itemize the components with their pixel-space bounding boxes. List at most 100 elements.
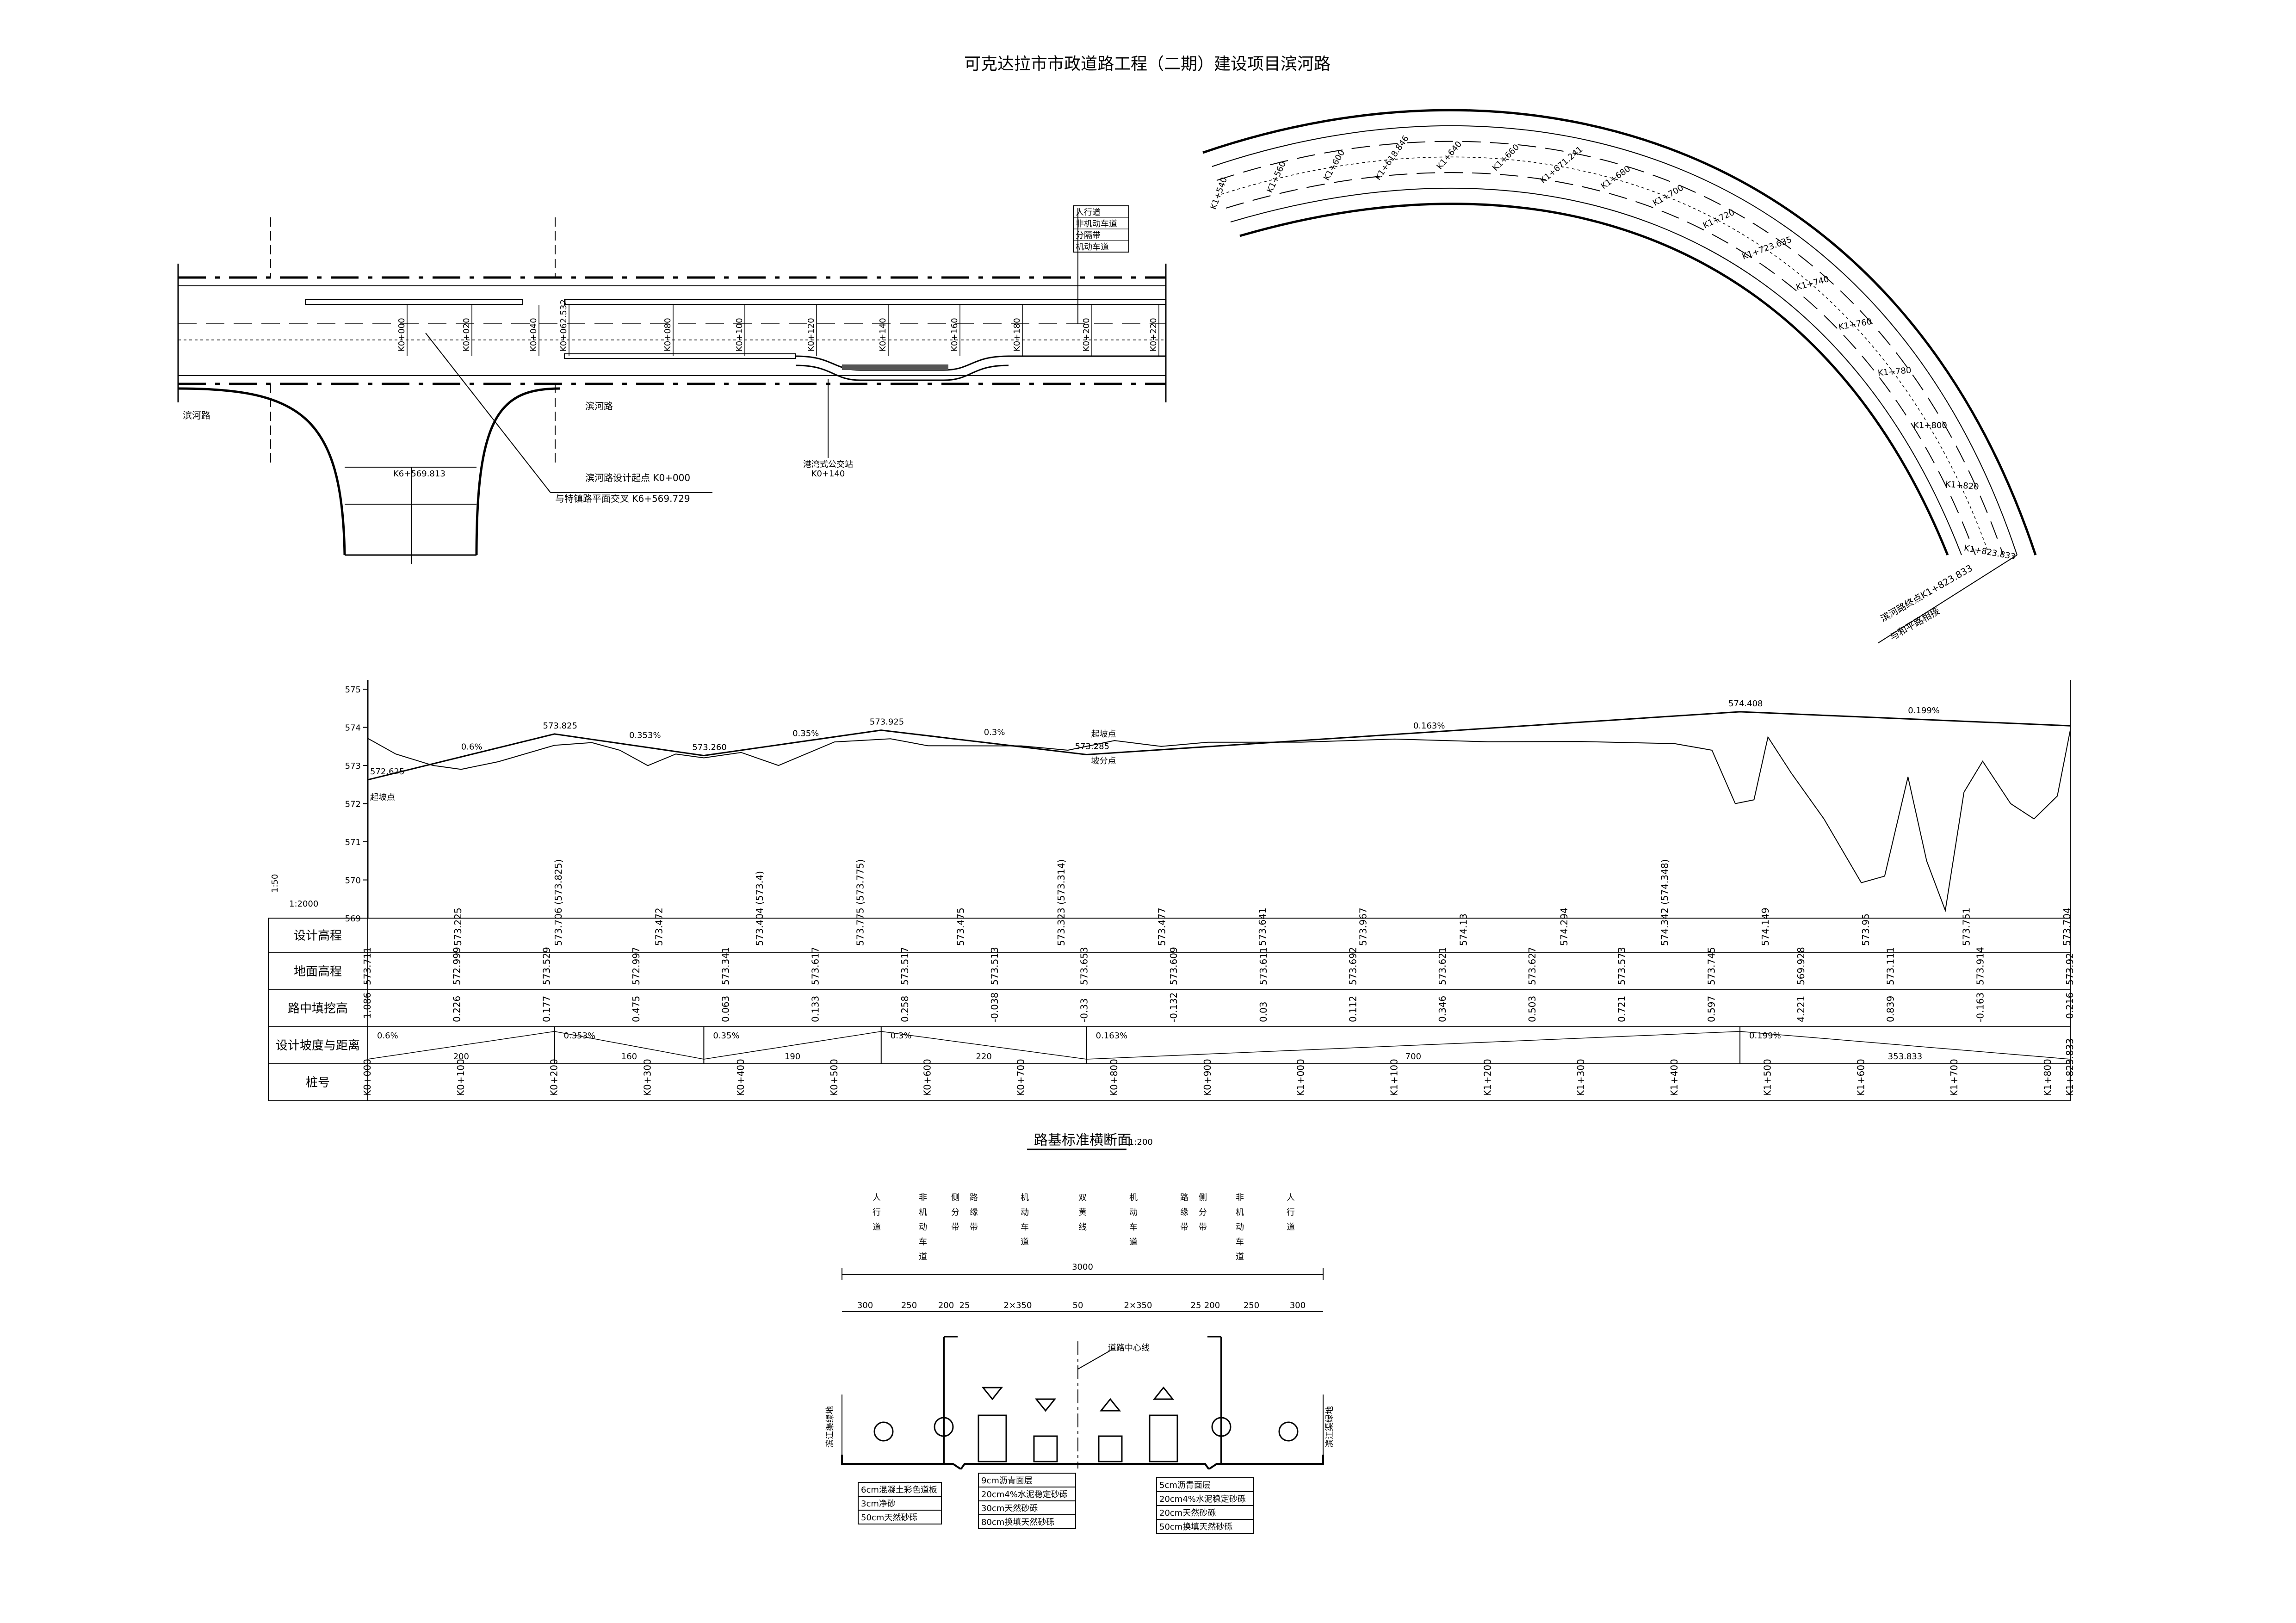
- lane-char: 带: [970, 1222, 978, 1232]
- stake-cell: K1+000: [1295, 1059, 1306, 1096]
- fill-cut-cell: -0.132: [1168, 993, 1179, 1022]
- stake-cell: K1+400: [1669, 1059, 1680, 1096]
- plan-labels: 滨河路 滨河路 滨河路设计起点 K0+000 与特镇路平面交叉 K6+569.7…: [183, 208, 1117, 504]
- stake-cell: K1+600: [1855, 1059, 1866, 1096]
- fill-cut-cell: -0.216: [2064, 993, 2075, 1022]
- fill-cut-cell: -0.33: [1078, 998, 1089, 1022]
- grade-label: 0.353%: [629, 731, 661, 741]
- length-cell: 190: [785, 1052, 800, 1061]
- design-elev-cell: 573.477: [1156, 907, 1167, 946]
- profile-frame: [367, 680, 2071, 919]
- design-elev-cell: 573.775 (573.775): [854, 859, 866, 946]
- lane-char: 动: [919, 1222, 927, 1232]
- ground-elev-cell: 573.341: [720, 947, 731, 985]
- ground-elev-cell: 573.711: [362, 947, 373, 985]
- lane-width: 50: [1073, 1301, 1083, 1310]
- cross-station: K6+569.813: [393, 469, 446, 479]
- lane-char: 道: [1129, 1237, 1138, 1247]
- stake-cell: K0+000: [362, 1059, 373, 1096]
- curve-view: [1202, 109, 2037, 643]
- lane-width: 250: [1244, 1301, 1259, 1310]
- ground-elev-cell: 573.745: [1706, 947, 1717, 985]
- y-tick-label: 572: [345, 800, 361, 809]
- legend-2: 非机动车道: [1076, 219, 1117, 229]
- fill-cut-cell: -1.086: [362, 993, 373, 1022]
- stake-cell: K0+200: [549, 1059, 560, 1096]
- profile-scale-v: 1:50: [270, 874, 280, 893]
- curve-station-label: K1+823.833: [1963, 543, 2017, 562]
- layer-box: [978, 1514, 1076, 1529]
- design-elev-cell: 573.404 (573.4): [754, 871, 765, 946]
- lane-char: 道: [873, 1222, 881, 1232]
- grade-cell: 0.6%: [377, 1031, 398, 1041]
- lane-char: 缘: [970, 1208, 978, 1217]
- stake-cell: K0+400: [735, 1059, 746, 1096]
- station-label: K0+160: [950, 318, 959, 352]
- fill-cut-cell: 0.03: [1258, 1001, 1269, 1022]
- design-elev-cell: 574.342 (574.348): [1659, 859, 1670, 946]
- layer-label: 20cm4%水泥稳定砂砾: [981, 1490, 1068, 1500]
- curve-station-label: K1+820: [1945, 479, 1979, 492]
- fill-cut-cell: 0.721: [1616, 996, 1628, 1022]
- lane-char: 黄: [1078, 1208, 1087, 1217]
- station-label: K0+180: [1012, 318, 1022, 352]
- station-label: K0+100: [735, 318, 744, 352]
- section-total-width: 3000: [1072, 1262, 1093, 1272]
- lane-width: 2×350: [1004, 1301, 1032, 1310]
- lane-char: 机: [1236, 1208, 1244, 1217]
- profile-labels: 572.625573.825573.260573.925573.285574.4…: [370, 699, 1940, 802]
- profile-scale-h: 1:2000: [289, 899, 318, 909]
- design-elev-cell: 573.225: [452, 907, 464, 946]
- stake-cell: K0+300: [642, 1059, 653, 1096]
- grade-label: 0.199%: [1908, 706, 1940, 716]
- design-elev-cell: 574.149: [1760, 907, 1771, 946]
- ground-elev-cell: 573.111: [1885, 947, 1896, 985]
- curve-station-label: K1+700: [1651, 183, 1685, 208]
- stake-cell: K0+500: [829, 1059, 840, 1096]
- length-cell: 353.833: [1888, 1052, 1922, 1061]
- fill-cut-cell: -0.163: [1974, 993, 1986, 1022]
- ground-elev-cell: 573.617: [810, 947, 821, 985]
- lane-char: 行: [1287, 1208, 1295, 1217]
- ground-elev-cell: 573.517: [899, 947, 910, 985]
- length-cell: 200: [453, 1052, 469, 1061]
- bus-stop-label: 港湾式公交站: [803, 460, 853, 469]
- station-label: K0+120: [806, 318, 816, 352]
- pvi-elevation: 573.260: [692, 743, 726, 753]
- grade-diagonal: [881, 1031, 1087, 1060]
- lane-char: 双: [1078, 1193, 1087, 1203]
- stake-cell: K1+700: [1949, 1059, 1960, 1096]
- lane-char: 线: [1078, 1222, 1087, 1232]
- section-title: 路基标准横断面: [1034, 1132, 1131, 1148]
- grade-cell: 0.199%: [1749, 1031, 1781, 1041]
- lane-char: 路: [970, 1193, 978, 1203]
- ground-elev-cell: 573.92: [2064, 953, 2075, 985]
- curve-station-label: K1+660: [1491, 142, 1521, 173]
- lane-width: 300: [857, 1301, 873, 1310]
- curve-station-label: K1+560: [1265, 160, 1288, 195]
- edge-label-left: 滨江渠绿地: [825, 1406, 835, 1448]
- lane-char: 道: [1021, 1237, 1029, 1247]
- lane-char: 道: [1287, 1222, 1295, 1232]
- layer-label: 50cm换填天然砂砾: [1159, 1522, 1232, 1532]
- legend-3: 分隔带: [1076, 231, 1101, 241]
- design-line: [367, 711, 2071, 781]
- table-row-label: 设计坡度与距离: [276, 1039, 360, 1053]
- grade-label: 0.6%: [461, 742, 483, 752]
- design-elev-cell: 574.13: [1458, 913, 1469, 946]
- fill-cut-cell: 0.177: [541, 996, 552, 1022]
- special-label: 坡分点: [1091, 756, 1116, 766]
- lane-char: 道: [1236, 1252, 1244, 1262]
- ground-elev-cell: 573.621: [1437, 947, 1448, 985]
- y-tick-label: 574: [345, 723, 361, 733]
- length-cell: 220: [976, 1052, 992, 1061]
- section-dimension: [842, 1268, 1324, 1312]
- curve-station-label: K1+760: [1838, 317, 1873, 332]
- edge-label-right: 滨江渠绿地: [1325, 1406, 1335, 1448]
- station-label: K0+080: [663, 318, 673, 352]
